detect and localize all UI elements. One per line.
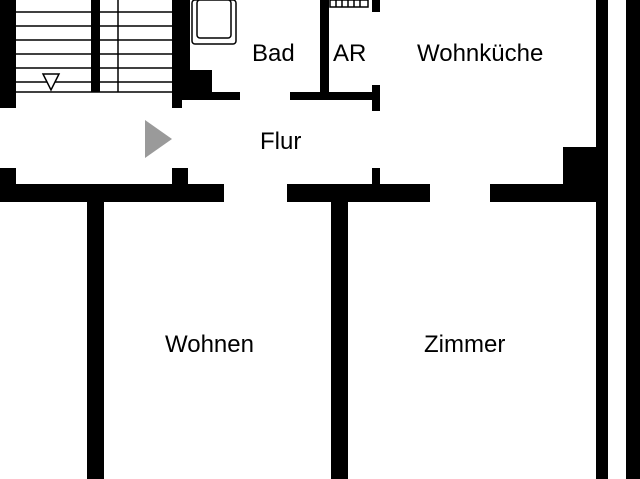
stair-center-wall: [91, 0, 100, 92]
ar-wall-right-top: [372, 0, 380, 12]
radiator-fins: [335, 0, 361, 7]
entrance-arrow-icon: [145, 120, 172, 158]
room-label-bad: Bad: [252, 40, 295, 67]
corridor-wall: [0, 168, 596, 202]
corridor-wall-left: [0, 184, 224, 202]
stair-steps: [16, 0, 172, 93]
outer-wall-outer: [626, 0, 640, 479]
stair-direction-icon: [41, 73, 61, 92]
exterior-wall-right: [563, 0, 640, 479]
bath-wall-corner: [190, 70, 212, 92]
storage-room: [290, 0, 380, 111]
corridor-wall-middle: [287, 184, 430, 202]
corridor-wall-stub: [172, 168, 188, 186]
room-label-ar: AR: [333, 40, 366, 67]
stair-wall-right: [172, 0, 182, 108]
corridor-wall-middle-stub: [372, 168, 380, 186]
ar-wall-right-bottom: [372, 85, 380, 111]
ar-wall-bottom: [290, 92, 376, 100]
room-label-flur: Flur: [260, 128, 301, 155]
stairwell: [0, 0, 182, 108]
room-label-wohnen: Wohnen: [165, 331, 254, 358]
left-wall-stub-top: [0, 0, 16, 108]
bath-wall-bottom-left: [182, 92, 240, 100]
wall-wohnen-zimmer: [331, 202, 348, 479]
bath-wall-left: [182, 0, 190, 100]
room-label-wohnkueche: Wohnküche: [417, 40, 543, 67]
bathtub-inner: [196, 0, 232, 39]
bathroom: [182, 0, 240, 100]
room-label-zimmer: Zimmer: [424, 331, 505, 358]
wall-wohnen-left: [87, 202, 104, 479]
corridor-wall-right: [490, 184, 596, 202]
ar-wall-left: [320, 0, 329, 100]
outer-wall-inner: [596, 0, 608, 479]
radiator: [329, 0, 369, 8]
